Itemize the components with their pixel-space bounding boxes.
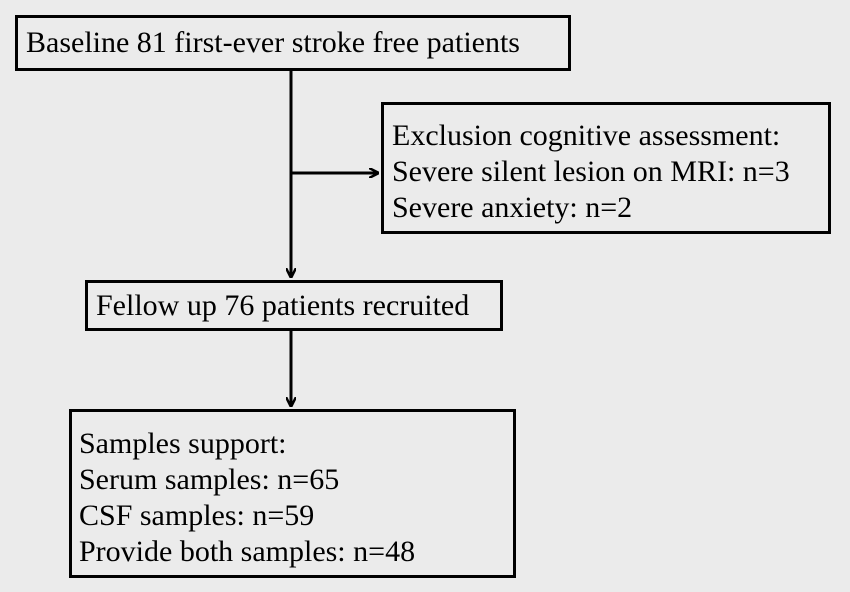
exclusion-anxiety-count: Severe anxiety: n=2 <box>392 191 633 224</box>
exclusion-box: Exclusion cognitive assessment: Severe s… <box>381 102 831 234</box>
followup-text: Fellow up 76 patients recruited <box>96 289 470 322</box>
samples-serum-count: Serum samples: n=65 <box>79 463 340 496</box>
samples-heading: Samples support: <box>79 427 287 460</box>
followup-box: Fellow up 76 patients recruited <box>85 280 503 331</box>
samples-both-count: Provide both samples: n=48 <box>79 535 416 568</box>
exclusion-mri-count: Severe silent lesion on MRI: n=3 <box>392 155 790 188</box>
samples-csf-count: CSF samples: n=59 <box>79 499 315 532</box>
baseline-text: Baseline 81 first-ever stroke free patie… <box>26 26 520 59</box>
exclusion-heading: Exclusion cognitive assessment: <box>392 119 781 152</box>
baseline-box: Baseline 81 first-ever stroke free patie… <box>15 15 571 71</box>
samples-box: Samples support: Serum samples: n=65 CSF… <box>69 409 516 578</box>
